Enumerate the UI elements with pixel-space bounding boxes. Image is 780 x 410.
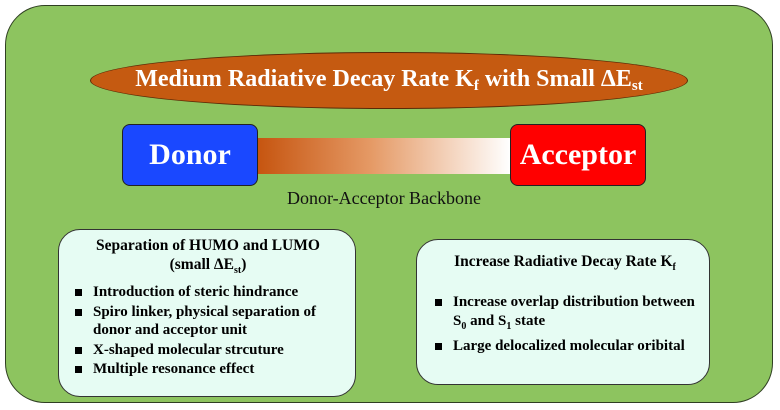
separation-card-title: Separation of HUMO and LUMO (small ΔEst) bbox=[96, 237, 320, 277]
decay-rate-card-title: Increase Radiative Decay Rate Kf bbox=[454, 253, 676, 274]
list-item: Spiro linker, physical separation of don… bbox=[71, 303, 345, 340]
donor-label: Donor bbox=[149, 138, 231, 171]
list-item: Large delocalized molecular oribital bbox=[431, 337, 699, 356]
title-oval: Medium Radiative Decay Rate Kf with Smal… bbox=[90, 52, 688, 109]
acceptor-label: Acceptor bbox=[519, 138, 637, 171]
list-item: Increase overlap distribution between S0… bbox=[431, 293, 699, 336]
decay-rate-list: Increase overlap distribution between S0… bbox=[431, 293, 699, 356]
separation-card: Separation of HUMO and LUMO (small ΔEst)… bbox=[58, 229, 356, 397]
list-item: X-shaped molecular strcuture bbox=[71, 341, 345, 360]
list-item: Multiple resonance effect bbox=[71, 360, 345, 379]
list-item: Introduction of steric hindrance bbox=[71, 283, 345, 302]
backbone-gradient-bar bbox=[258, 138, 510, 174]
diagram-title: Medium Radiative Decay Rate Kf with Smal… bbox=[135, 66, 643, 94]
decay-rate-card: Increase Radiative Decay Rate Kf Increas… bbox=[416, 239, 710, 385]
separation-list: Introduction of steric hindrance Spiro l… bbox=[71, 283, 345, 379]
acceptor-box: Acceptor bbox=[510, 124, 646, 186]
donor-box: Donor bbox=[122, 124, 258, 186]
backbone-label: Donor-Acceptor Backbone bbox=[286, 188, 482, 208]
